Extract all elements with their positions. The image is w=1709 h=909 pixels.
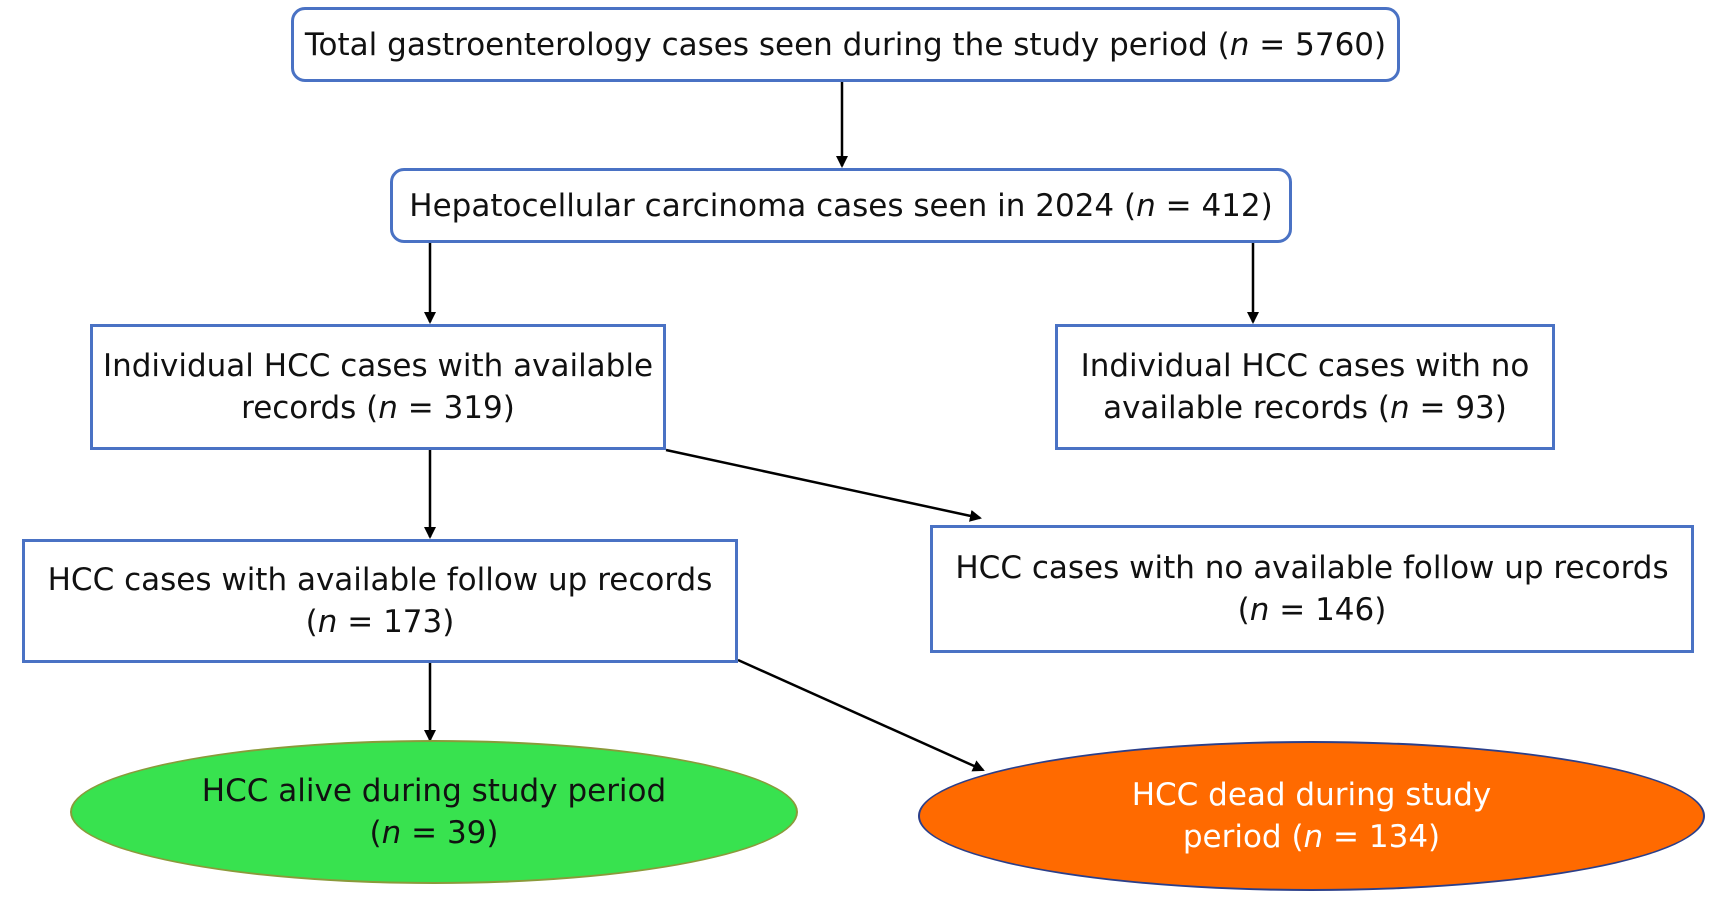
arrow-available-to-no-followup	[665, 448, 982, 522]
node-hcc-2024: Hepatocellular carcinoma cases seen in 2…	[390, 168, 1292, 243]
node-alive-line1: HCC alive during study period	[201, 773, 667, 809]
node-alive: HCC alive during study period (n = 39)	[70, 740, 798, 884]
node-dead-line2: period (n = 134)	[1182, 819, 1441, 855]
node-no-available-records-line2: available records (n = 93)	[1103, 390, 1507, 426]
node-available-records: Individual HCC cases with available reco…	[90, 324, 666, 450]
node-followup-records: HCC cases with available follow up recor…	[22, 539, 738, 663]
node-followup-records-line1: HCC cases with available follow up recor…	[47, 562, 713, 598]
node-no-followup-records: HCC cases with no available follow up re…	[930, 525, 1694, 653]
node-hcc-2024-label: Hepatocellular carcinoma cases seen in 2…	[409, 187, 1273, 224]
node-no-available-records-line1: Individual HCC cases with no	[1080, 348, 1530, 384]
arrow-followup-to-dead	[737, 658, 985, 772]
node-dead-line1: HCC dead during study	[1131, 777, 1492, 813]
node-followup-records-line2: (n = 173)	[305, 604, 455, 640]
node-no-followup-records-line1: HCC cases with no available follow up re…	[955, 550, 1669, 586]
node-alive-line2: (n = 39)	[369, 815, 499, 851]
node-dead: HCC dead during study period (n = 134)	[918, 741, 1705, 891]
node-no-followup-records-line2: (n = 146)	[1237, 592, 1387, 628]
node-total-cases: Total gastroenterology cases seen during…	[291, 7, 1400, 82]
node-no-available-records: Individual HCC cases with no available r…	[1055, 324, 1555, 450]
node-available-records-line2: records (n = 319)	[241, 390, 515, 426]
node-total-cases-label: Total gastroenterology cases seen during…	[304, 26, 1387, 63]
node-available-records-line1: Individual HCC cases with available	[102, 348, 654, 384]
